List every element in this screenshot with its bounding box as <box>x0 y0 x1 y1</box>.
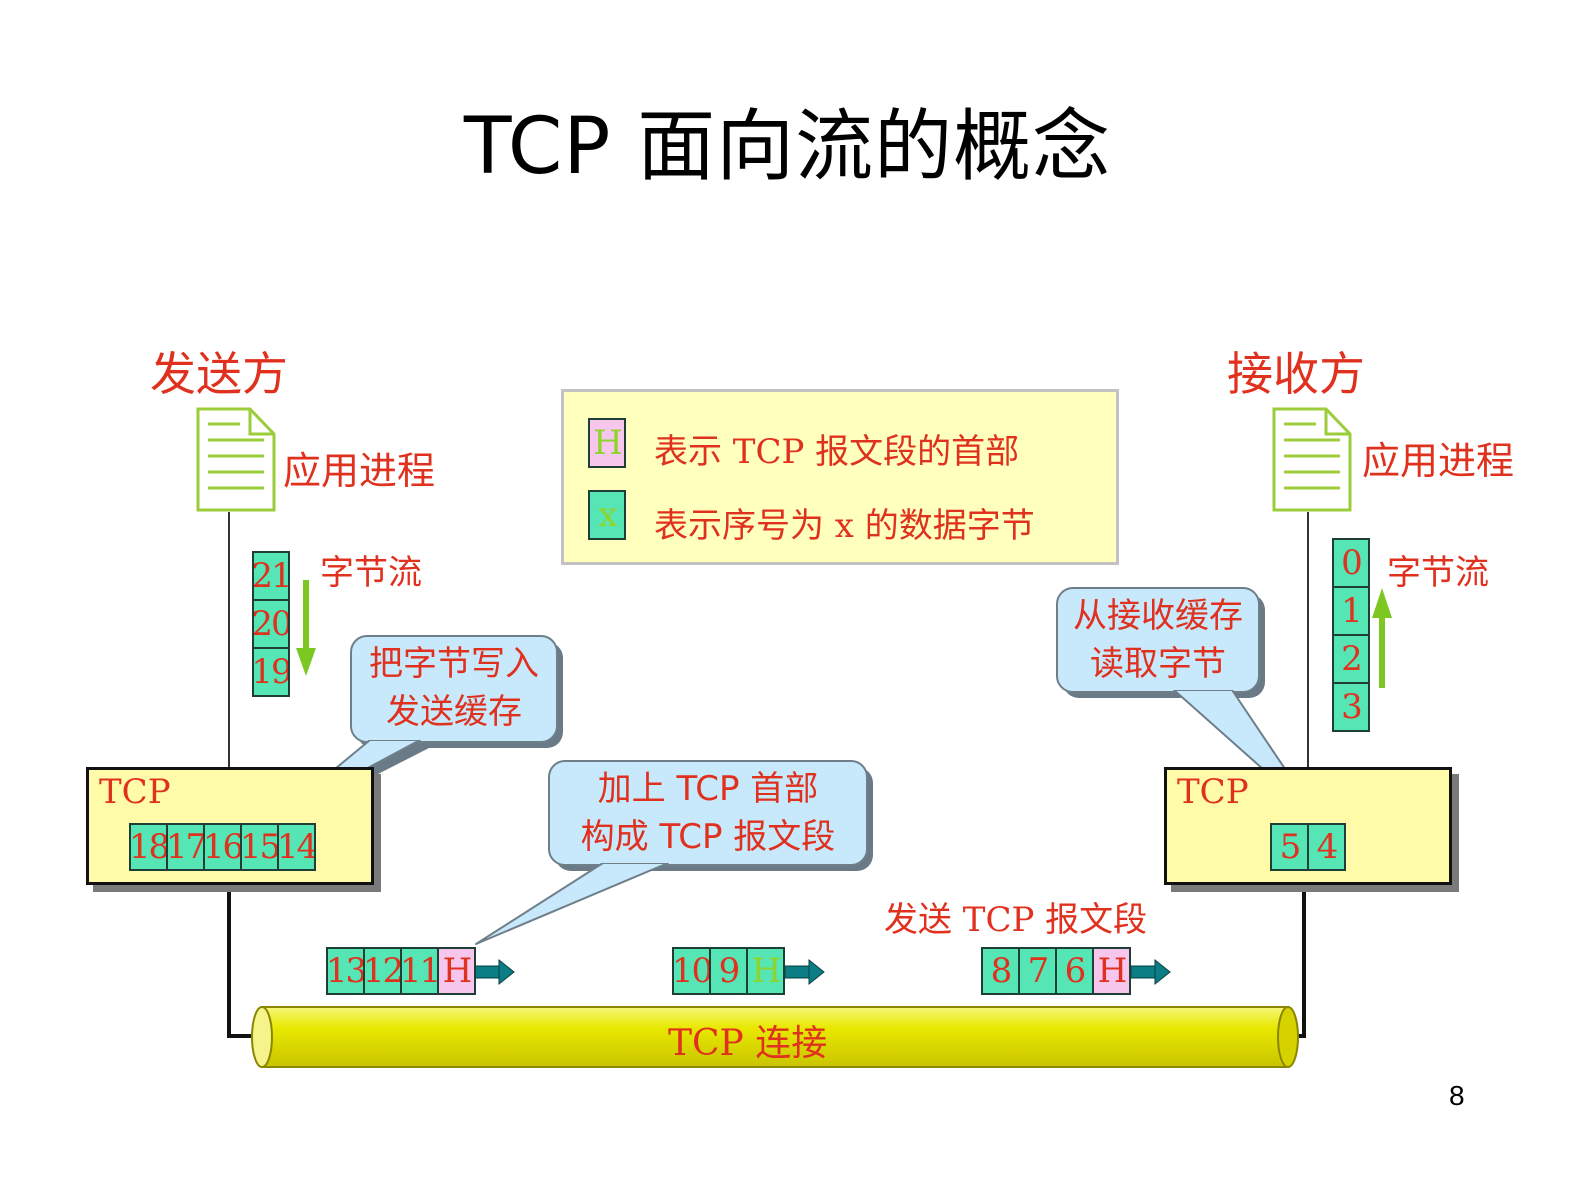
receiver-stream-label: 字节流 <box>1387 553 1489 593</box>
segment-byte: 9 <box>709 947 748 995</box>
callout-add-header-line: 加上 TCP 首部 <box>597 769 819 809</box>
sender-label: 发送方 <box>150 347 288 401</box>
sender-buffer-byte: 14 <box>277 823 316 871</box>
sender-buffer-byte: 17 <box>166 823 205 871</box>
callout-read-line: 从接收缓存 <box>1073 596 1243 636</box>
callout-read: 从接收缓存 读取字节 <box>1057 592 1259 688</box>
connection-label: TCP 连接 <box>668 1023 828 1064</box>
segment-byte: 8 <box>981 947 1020 995</box>
legend-header-text: 表示 TCP 报文段的首部 <box>654 432 1020 472</box>
callout-add-header-line: 构成 TCP 报文段 <box>580 817 836 857</box>
legend-byte-symbol: x <box>588 490 626 540</box>
legend-box: H 表示 TCP 报文段的首部 x 表示序号为 x 的数据字节 <box>561 389 1119 565</box>
sender-app-label: 应用进程 <box>283 449 436 493</box>
sender-buffer-byte: 15 <box>240 823 279 871</box>
receiver-stream-byte: 3 <box>1332 682 1370 732</box>
receiver-buffer-byte: 4 <box>1307 823 1346 871</box>
receiver-stream-byte: 0 <box>1332 538 1370 588</box>
tcp-connection-pipe <box>251 1006 1299 1068</box>
callout-write-line: 发送缓存 <box>386 692 522 732</box>
sender-stream-label: 字节流 <box>320 553 422 593</box>
sender-stream-byte: 20 <box>252 599 290 649</box>
receiver-stream-byte: 1 <box>1332 586 1370 636</box>
segment-header: H <box>746 947 785 995</box>
segment-arrow-2 <box>784 958 825 986</box>
segment-byte: 10 <box>672 947 711 995</box>
receiver-label: 接收方 <box>1227 347 1365 401</box>
page-number: 8 <box>1449 1080 1465 1111</box>
receiver-app-label: 应用进程 <box>1362 439 1515 483</box>
callout-read-line: 读取字节 <box>1090 644 1226 684</box>
legend-byte-text: 表示序号为 x 的数据字节 <box>654 506 1035 546</box>
sender-tcp-label: TCP <box>99 772 171 812</box>
segment-header: H <box>437 947 476 995</box>
segment-byte: 7 <box>1018 947 1057 995</box>
legend-header-symbol: H <box>588 418 626 468</box>
callout-header-shape <box>475 760 873 945</box>
page-title: TCP 面向流的概念 <box>463 102 1112 192</box>
sender-buffer-byte: 18 <box>129 823 168 871</box>
receiver-tcp-label: TCP <box>1177 772 1249 812</box>
receiver-buffer-byte: 5 <box>1270 823 1309 871</box>
sender-buffer-byte: 16 <box>203 823 242 871</box>
send-segment-label: 发送 TCP 报文段 <box>884 900 1148 940</box>
sender-stream-byte: 19 <box>252 647 290 697</box>
receiver-document-icon <box>1272 407 1352 512</box>
sender-connection-line <box>227 886 262 1038</box>
segment-arrow-1 <box>474 958 515 986</box>
callout-write-line: 把字节写入 <box>369 644 539 684</box>
segment-header: H <box>1092 947 1131 995</box>
segment-byte: 11 <box>400 947 439 995</box>
callout-write: 把字节写入 发送缓存 <box>351 640 557 736</box>
receiver-stream-byte: 2 <box>1332 634 1370 684</box>
segment-byte: 13 <box>326 947 365 995</box>
segment-byte: 12 <box>363 947 402 995</box>
sender-stream-byte: 21 <box>252 551 290 601</box>
segment-arrow-3 <box>1130 958 1171 986</box>
receiver-stream-up-arrow <box>1372 588 1392 688</box>
sender-document-icon <box>196 407 276 512</box>
callout-add-header: 加上 TCP 首部 构成 TCP 报文段 <box>549 765 867 861</box>
sender-stream-down-arrow <box>296 580 316 676</box>
segment-byte: 6 <box>1055 947 1094 995</box>
